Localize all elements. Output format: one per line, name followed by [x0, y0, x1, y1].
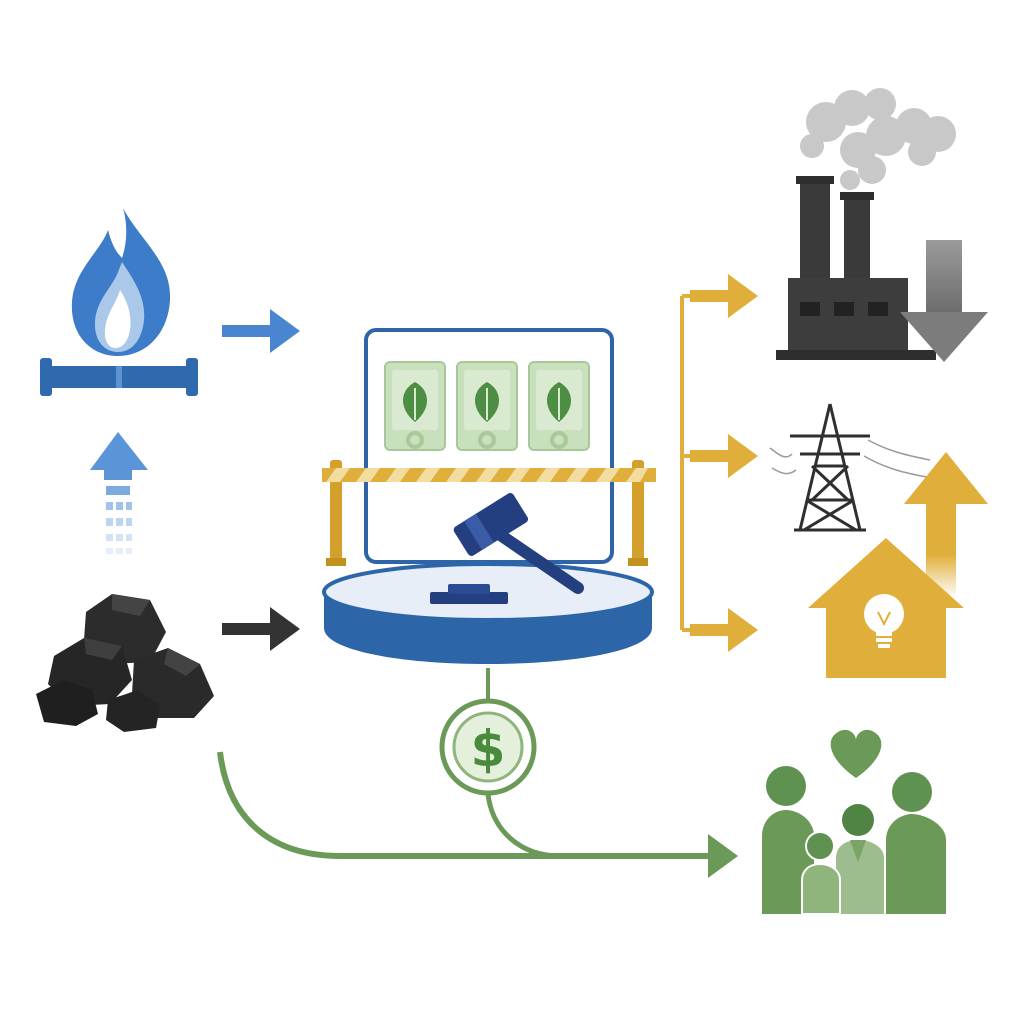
auction-gavel-icon — [430, 493, 584, 604]
power-lines — [769, 439, 933, 479]
arrow-to-households — [690, 608, 758, 652]
coal-to-gas-arrow — [90, 432, 148, 554]
allowance-certificate-icon — [384, 361, 446, 451]
revenue-flow-arrow — [217, 751, 738, 878]
arrow-to-industry — [690, 274, 758, 318]
coal-arrow-to-market — [222, 607, 300, 651]
factory-icon — [776, 176, 936, 360]
heart-icon — [830, 729, 882, 778]
coal-icon — [36, 594, 214, 732]
cap-barrier-icon — [322, 460, 656, 566]
gas-pipeline-icon — [40, 358, 198, 396]
dollar-sign: $ — [471, 720, 506, 778]
allowance-certificate-icon — [528, 361, 590, 451]
emissions-down-arrow-icon — [900, 240, 988, 362]
arrow-to-power — [690, 434, 758, 478]
house-lightbulb-icon — [808, 538, 964, 678]
community-family-icon — [762, 766, 946, 915]
gas-arrow-to-market — [222, 309, 300, 353]
allowance-certificate-icon — [456, 361, 518, 451]
smoke-icon — [800, 88, 956, 190]
gas-flame-icon — [71, 208, 171, 356]
dollar-coin-icon: $ — [439, 698, 537, 796]
auction-platform-icon — [322, 562, 654, 664]
market-output-bracket — [680, 294, 692, 632]
power-tower-icon — [790, 403, 870, 532]
